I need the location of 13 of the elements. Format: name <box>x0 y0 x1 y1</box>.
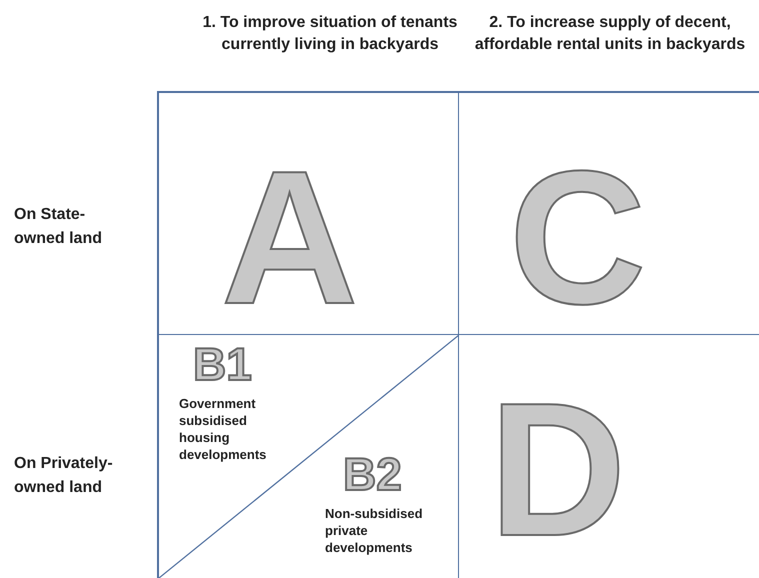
cell-letter: B1 <box>193 341 252 387</box>
cell-description: Government subsidised housing developments <box>179 395 268 463</box>
row-header: On State-owned land <box>14 205 103 249</box>
cell-letter: B2 <box>343 451 402 497</box>
cell-description: Non-subsidised private developments <box>325 505 424 556</box>
cell-letter: A <box>221 143 358 333</box>
column-header: 1. To improve situation of tenants currently living in backyards <box>202 13 458 55</box>
cell-letter: C <box>509 143 646 333</box>
matrix-cell <box>459 91 759 335</box>
row-header: On Privately-owned land <box>14 454 114 498</box>
column-header: 2. To increase supply of decent, affordable rental units in backyards <box>474 13 746 55</box>
cell-letter: D <box>489 375 626 565</box>
matrix-cell <box>157 91 459 335</box>
